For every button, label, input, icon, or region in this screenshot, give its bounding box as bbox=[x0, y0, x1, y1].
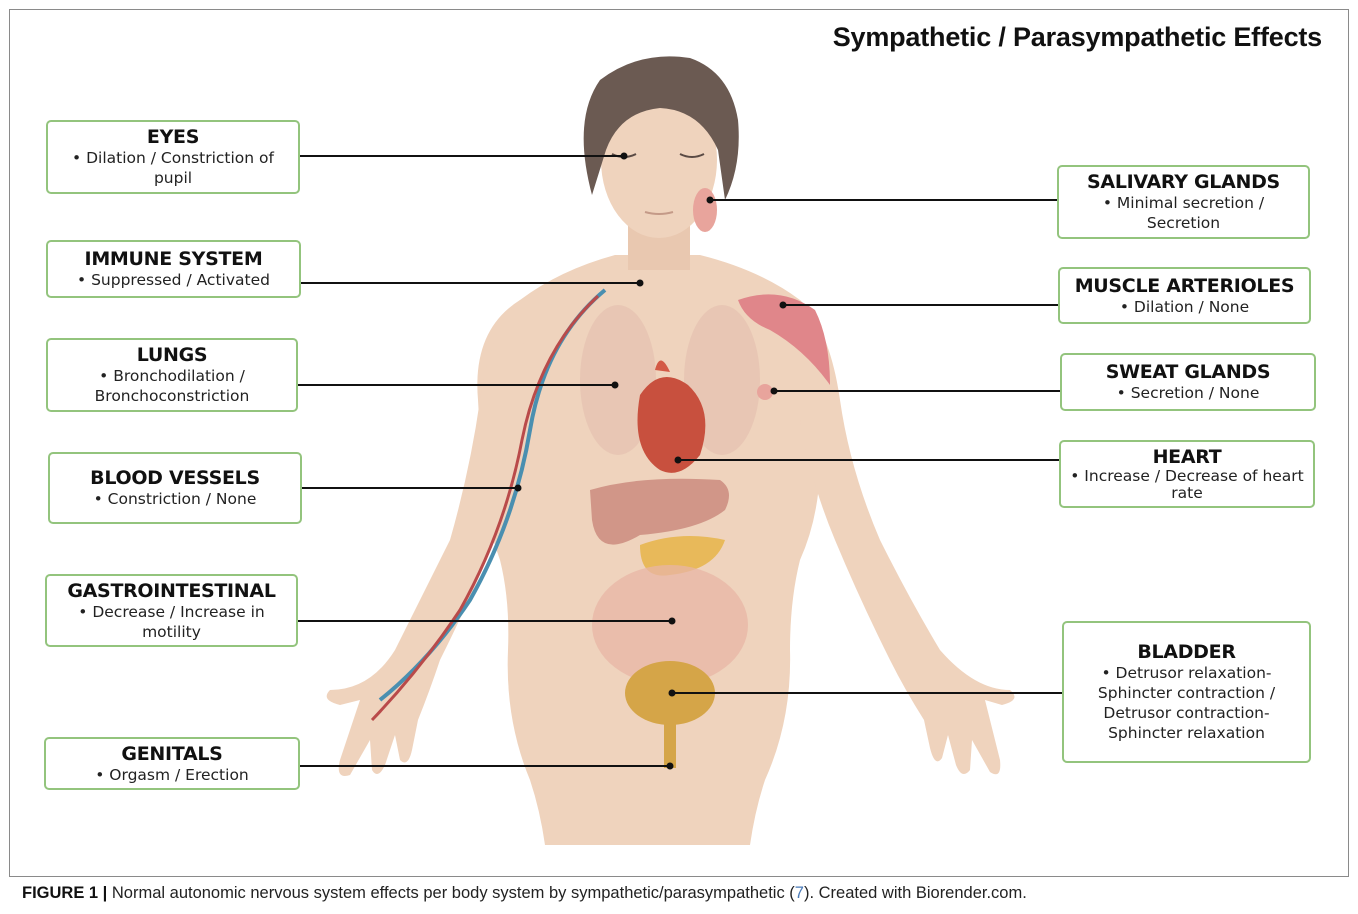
label-gastrointestinal: GASTROINTESTINAL • Decrease / Increase i… bbox=[45, 574, 298, 647]
label-muscle-arterioles: MUSCLE ARTERIOLES • Dilation / None bbox=[1058, 267, 1311, 324]
label-immune-system: IMMUNE SYSTEM • Suppressed / Activated bbox=[46, 240, 301, 298]
label-salivary-glands: SALIVARY GLANDS • Minimal secretion / Se… bbox=[1057, 165, 1310, 239]
figure-title: Sympathetic / Parasympathetic Effects bbox=[833, 22, 1322, 53]
label-description: • Decrease / Increase in motility bbox=[47, 602, 296, 642]
label-description: • Orgasm / Erection bbox=[89, 765, 255, 785]
label-description: • Minimal secretion / Secretion bbox=[1059, 193, 1308, 233]
caption-label: FIGURE 1 | bbox=[22, 884, 107, 902]
label-description: • Bronchodilation / Bronchoconstriction bbox=[48, 366, 296, 406]
label-heading: HEART bbox=[1153, 446, 1222, 468]
label-blood-vessels: BLOOD VESSELS • Constriction / None bbox=[48, 452, 302, 524]
label-sweat-glands: SWEAT GLANDS • Secretion / None bbox=[1060, 353, 1316, 411]
label-eyes: EYES • Dilation / Constriction of pupil bbox=[46, 120, 300, 194]
label-heading: LUNGS bbox=[137, 344, 208, 366]
caption-reference-link[interactable]: 7 bbox=[795, 884, 804, 902]
caption-text-end: ). Created with Biorender.com. bbox=[804, 884, 1027, 902]
label-heading: IMMUNE SYSTEM bbox=[85, 248, 263, 270]
label-lungs: LUNGS • Bronchodilation / Bronchoconstri… bbox=[46, 338, 298, 412]
label-description: • Constriction / None bbox=[88, 489, 263, 509]
label-genitals: GENITALS • Orgasm / Erection bbox=[44, 737, 300, 790]
figure-caption: FIGURE 1 | Normal autonomic nervous syst… bbox=[22, 884, 1027, 903]
label-heading: BLADDER bbox=[1137, 641, 1235, 663]
label-heading: GASTROINTESTINAL bbox=[67, 580, 275, 602]
label-heading: MUSCLE ARTERIOLES bbox=[1075, 275, 1295, 297]
label-description: • Dilation / None bbox=[1114, 297, 1255, 317]
label-heart: HEART • Increase / Decrease of heart rat… bbox=[1059, 440, 1315, 508]
label-heading: EYES bbox=[147, 126, 199, 148]
label-heading: SALIVARY GLANDS bbox=[1087, 171, 1280, 193]
label-description: • Increase / Decrease of heart rate bbox=[1061, 468, 1313, 502]
label-heading: SWEAT GLANDS bbox=[1106, 361, 1271, 383]
caption-text: Normal autonomic nervous system effects … bbox=[107, 884, 794, 902]
label-heading: BLOOD VESSELS bbox=[90, 467, 260, 489]
label-bladder: BLADDER • Detrusor relaxation-Sphincter … bbox=[1062, 621, 1311, 763]
label-heading: GENITALS bbox=[121, 743, 222, 765]
label-description: • Suppressed / Activated bbox=[71, 270, 276, 290]
label-description: • Secretion / None bbox=[1111, 383, 1266, 403]
label-description: • Dilation / Constriction of pupil bbox=[48, 148, 298, 188]
label-description: • Detrusor relaxation-Sphincter contract… bbox=[1064, 663, 1309, 743]
